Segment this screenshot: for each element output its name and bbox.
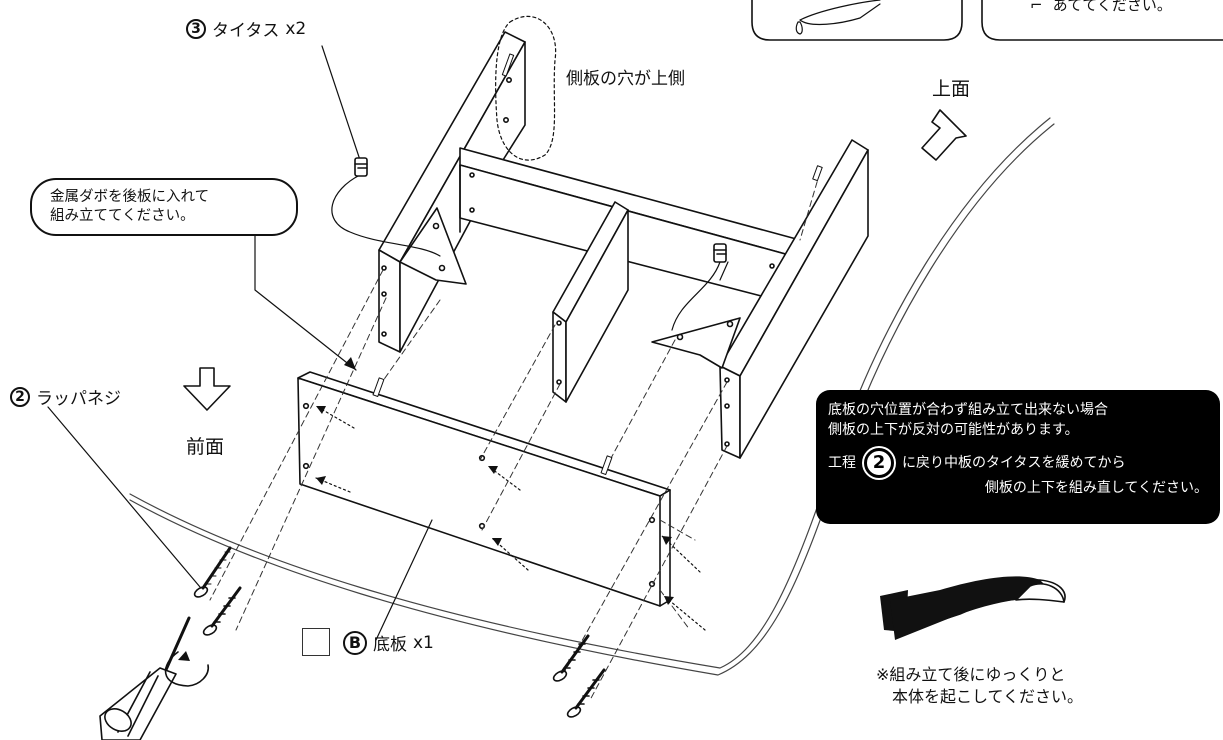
bottom-board-part-label: B 底板 x1 bbox=[343, 630, 434, 655]
titus-name: タイタス bbox=[212, 21, 280, 41]
right-side-panel bbox=[719, 139, 869, 459]
assembly-guides bbox=[209, 171, 821, 701]
lap-screw-icon bbox=[566, 668, 606, 718]
middle-board bbox=[552, 201, 629, 403]
dowel-callout: 金属ダボを後板に入れて 組み立ててください。 bbox=[30, 178, 298, 236]
dowel-pins bbox=[372, 53, 823, 475]
dowel-callout-line2: 組み立ててください。 bbox=[50, 208, 195, 224]
side-hole-up-label: 側板の穴が上側 bbox=[566, 69, 685, 89]
titus-qty: x2 bbox=[285, 18, 307, 39]
notice-line4: 側板の上下を組み直してください。 bbox=[984, 480, 1208, 496]
bottom-board-name: 底板 bbox=[373, 635, 407, 655]
bottom-board bbox=[297, 371, 671, 607]
part-number-3: 3 bbox=[186, 18, 206, 39]
right-corner-bracket bbox=[651, 317, 741, 369]
part-number-2: 2 bbox=[10, 386, 30, 407]
part-letter-b: B bbox=[343, 630, 367, 655]
notice-step-suffix: に戻り中板のタイタスを緩めてから bbox=[902, 455, 1126, 471]
leader-arrowhead bbox=[344, 357, 356, 370]
bottom-board-qty: x1 bbox=[413, 632, 434, 653]
checkbox-icon[interactable] bbox=[302, 628, 330, 656]
lap-screw-name: ラッパネジ bbox=[36, 389, 121, 409]
titus-cam-icon bbox=[354, 157, 368, 177]
glue-tube-icon bbox=[795, 0, 881, 35]
notice-step-prefix: 工程 bbox=[828, 455, 856, 471]
direction-arrow-up-icon bbox=[921, 109, 967, 161]
rotate-arrow-icon bbox=[164, 651, 210, 687]
titus-cam-icon bbox=[713, 243, 727, 263]
top-right-fragment-text: ⌐あててください。 bbox=[1030, 0, 1172, 15]
raise-body-note-line1: ※組み立て後にゆっくりと bbox=[876, 665, 1066, 684]
raise-body-note: ※組み立て後にゆっくりと 本体を起こしてください。 bbox=[876, 664, 1083, 708]
dowel-callout-line1: 金属ダボを後板に入れて bbox=[50, 189, 210, 205]
top-face-label: 上面 bbox=[932, 78, 971, 100]
notice-step-number: 2 bbox=[864, 448, 894, 478]
lap-screw-icon bbox=[202, 586, 242, 636]
screwdriver-icon bbox=[99, 616, 191, 740]
insertion-arrowheads bbox=[316, 406, 674, 605]
notice-line2: 側板の上下が反対の可能性があります。 bbox=[828, 422, 1079, 438]
caution-notice: 底板の穴位置が合わず組み立て出来ない場合 側板の上下が反対の可能性があります。 … bbox=[816, 390, 1220, 524]
lap-screw-icon bbox=[193, 546, 232, 598]
direction-arrow-down-icon bbox=[183, 367, 231, 411]
front-face-label: 前面 bbox=[186, 436, 225, 458]
lap-screw-icon bbox=[552, 634, 590, 682]
back-panel bbox=[459, 147, 801, 307]
top-right-fragment: あててください。 bbox=[1052, 0, 1172, 14]
leader-lines bbox=[47, 45, 729, 641]
titus-part-label: 3 タイタス x2 bbox=[186, 16, 306, 41]
hole-highlight-outline bbox=[495, 15, 557, 161]
left-corner-bracket bbox=[399, 207, 467, 285]
floor-surface bbox=[129, 117, 1055, 676]
notice-step-row: 工程 2 に戻り中板のタイタスを緩めてから bbox=[828, 448, 1208, 478]
notice-line1: 底板の穴位置が合わず組み立て出来ない場合 bbox=[828, 402, 1108, 418]
rotate-body-arrow-icon bbox=[880, 576, 1066, 640]
top-text-box bbox=[981, 0, 1223, 41]
lap-screw-part-label: 2 ラッパネジ bbox=[10, 384, 121, 409]
top-image-box bbox=[751, 0, 963, 41]
raise-body-note-line2: 本体を起こしてください。 bbox=[892, 687, 1084, 706]
